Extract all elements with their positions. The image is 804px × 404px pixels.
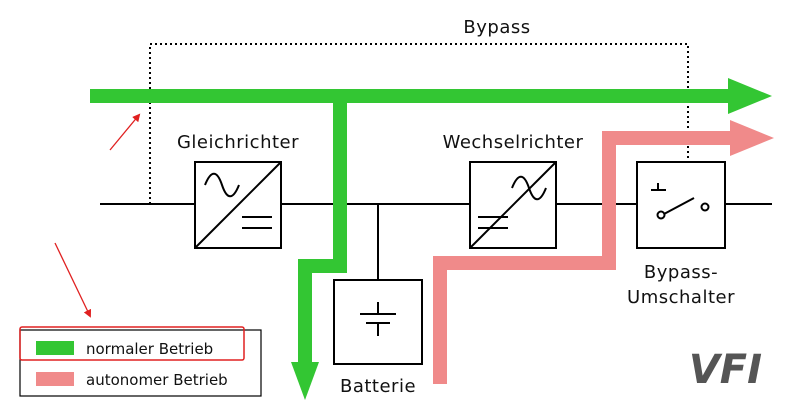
legend-swatch-normal xyxy=(36,341,74,355)
bypass-label: Bypass xyxy=(463,17,530,38)
sine-wave-icon xyxy=(204,172,240,198)
rectifier-label: Gleichrichter xyxy=(177,132,299,153)
rectifier-block xyxy=(194,161,282,249)
vfi-label: VFI xyxy=(689,347,762,393)
battery-block xyxy=(333,279,423,365)
switch-label-line2: Umschalter xyxy=(627,287,735,308)
switch-label-line1: Bypass- xyxy=(644,262,718,283)
legend-normal-label: normaler Betrieb xyxy=(86,340,213,358)
annotation-arrow-icon xyxy=(54,242,92,318)
legend: normaler Betrieb autonomer Betrieb xyxy=(19,326,262,397)
inverter-block xyxy=(469,161,557,249)
battery-label: Batterie xyxy=(340,376,416,397)
legend-autonomous-label: autonomer Betrieb xyxy=(86,371,228,389)
battery-icon xyxy=(360,302,396,336)
autonomous-operation-path xyxy=(433,120,774,384)
legend-swatch-autonomous xyxy=(36,372,74,386)
legend-highlight-box xyxy=(19,326,245,361)
bypass-switch-block xyxy=(636,161,726,249)
switch-icon xyxy=(651,183,710,220)
sine-wave-icon xyxy=(511,175,547,201)
annotation-arrow-icon xyxy=(109,113,141,151)
inverter-label: Wechselrichter xyxy=(443,132,584,153)
normal-operation-path xyxy=(90,78,772,400)
